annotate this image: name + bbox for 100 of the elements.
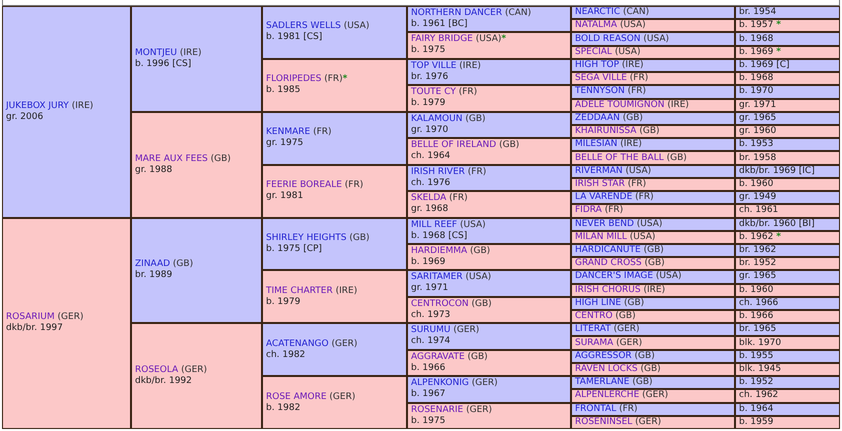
country-code: (USA) — [620, 20, 646, 30]
birth-info-cell — [736, 112, 839, 124]
horse-name-link: ROSENARIE — [411, 404, 464, 415]
horse-name-link: RAVEN LOCKS — [575, 364, 638, 374]
country-code: (IRE) — [620, 139, 642, 150]
pedigree-cell — [3, 7, 130, 216]
pedigree-cell — [572, 416, 734, 428]
birth-info: b. 1968 — [739, 34, 774, 44]
pedigree-cell — [572, 20, 734, 32]
horse-name-link: ALPENKONIG — [411, 378, 469, 388]
country-code: (IRE) — [459, 60, 481, 71]
horse-name-link: AGGRESSOR — [575, 350, 632, 361]
birth-info: br. 1989 — [135, 270, 174, 282]
pedigree-cell — [132, 324, 261, 428]
horse-name-link: BOLD REASON — [575, 34, 641, 44]
birth-info: b. 1960 — [739, 284, 774, 295]
pedigree-cell — [572, 139, 734, 150]
pedigree-cell — [572, 404, 734, 415]
pedigree-cell — [408, 166, 570, 190]
pedigree-cell — [408, 86, 570, 111]
horse-name-link: ALPENLERCHE — [575, 390, 640, 400]
birth-info: b. 1955 — [739, 350, 774, 361]
country-code: (GB) — [465, 114, 486, 124]
horse-name-link: ROSE AMORE — [266, 392, 327, 402]
pedigree-cell — [572, 232, 734, 243]
birth-info-cell — [736, 244, 839, 256]
country-code: (USA) — [636, 218, 662, 229]
pedigree-cell — [263, 7, 406, 58]
birth-info: dkb/br. 1969 [IC] — [739, 166, 815, 176]
country-code: (IRE) — [180, 48, 202, 58]
horse-name-link: DANCER'S IMAGE — [575, 271, 654, 282]
birth-info: br. 1958 — [739, 152, 776, 163]
birth-info-cell — [736, 192, 839, 204]
country-code: (FR) — [604, 205, 624, 216]
pedigree-cell — [408, 112, 570, 138]
country-code: (GB) — [470, 246, 490, 256]
pedigree-cell — [572, 271, 734, 283]
pedigree-cell — [572, 377, 734, 388]
horse-name-link: SKELDA — [411, 193, 446, 204]
birth-info: b. 1953 — [739, 139, 774, 150]
horse-name-link: NATALMA — [575, 20, 618, 30]
birth-info-cell — [736, 232, 839, 243]
horse-name-link: KALAMOUN — [411, 114, 462, 124]
horse-name-link: GRAND CROSS — [575, 258, 642, 268]
birth-info: b. 1981 [CS] — [266, 32, 324, 44]
pedigree-cell — [263, 112, 406, 164]
horse-name-link: SEGA VILLE — [575, 73, 627, 84]
horse-name-link: KHAIRUNISSA — [575, 126, 636, 136]
pedigree-cell — [572, 73, 734, 84]
horse-name-link: FRONTAL — [575, 404, 616, 414]
birth-info: ch. 1966 — [739, 298, 778, 308]
pedigree-cell — [263, 60, 406, 111]
birth-info: br. 1976 — [411, 72, 450, 83]
birth-info: b. 1961 [BC] — [411, 19, 469, 30]
birth-info-cell — [736, 20, 839, 32]
pedigree-cell — [408, 218, 570, 243]
country-code: (IRE) — [336, 286, 358, 296]
pedigree-cell — [263, 377, 406, 428]
country-code: (GB) — [472, 298, 492, 309]
country-code: (GB) — [632, 377, 653, 388]
country-code: (GER) — [331, 338, 358, 349]
pedigree-cell — [572, 258, 734, 270]
country-code: (GB) — [468, 352, 488, 362]
pedigree-cell — [408, 271, 570, 296]
pedigree-cell — [408, 377, 570, 402]
birth-info: b. 1957 — [739, 20, 774, 30]
horse-name-link: FAIRY BRIDGE — [411, 34, 473, 44]
country-code: (FR) — [313, 127, 332, 138]
country-code: (GB) — [210, 154, 231, 164]
pedigree-cell — [572, 205, 734, 216]
birth-info-cell — [736, 271, 839, 283]
birth-info-cell — [736, 126, 839, 138]
country-code: (FR) — [458, 87, 478, 98]
birth-info: b. 1962 — [739, 232, 774, 242]
birth-info: b. 1970 — [739, 86, 774, 96]
country-code: (GB) — [622, 112, 643, 123]
pedigree-cell — [408, 244, 570, 270]
pedigree-cell — [572, 60, 734, 72]
horse-name-link: FEERIE BOREALE — [266, 180, 342, 190]
pedigree-cell — [572, 284, 734, 296]
birth-info-cell — [736, 377, 839, 388]
pedigree-cell — [572, 311, 734, 322]
horse-name-link: MONTJEU — [135, 48, 178, 58]
birth-info: gr. 1988 — [135, 164, 174, 176]
birth-info: dkb/br. 1960 [BI] — [739, 218, 815, 229]
country-code: (GER) — [472, 378, 498, 388]
country-code: (GB) — [615, 311, 636, 322]
birth-info-cell — [736, 139, 839, 150]
birth-info: b. 1966 — [411, 362, 446, 374]
horse-name-link: ACATENANGO — [266, 338, 329, 349]
pedigree-cell — [572, 298, 734, 310]
birth-info: gr. 1960 — [739, 126, 776, 136]
country-code: (IRE) — [72, 100, 94, 111]
birth-info-cell — [736, 86, 839, 98]
horse-name-link: RIVERMAN — [575, 166, 623, 176]
horse-name-link: HIGH TOP — [575, 60, 620, 70]
country-code: (GB) — [499, 140, 520, 150]
birth-info-cell — [736, 205, 839, 216]
birth-info-cell — [736, 166, 839, 177]
country-code: (CAN) — [622, 7, 650, 18]
